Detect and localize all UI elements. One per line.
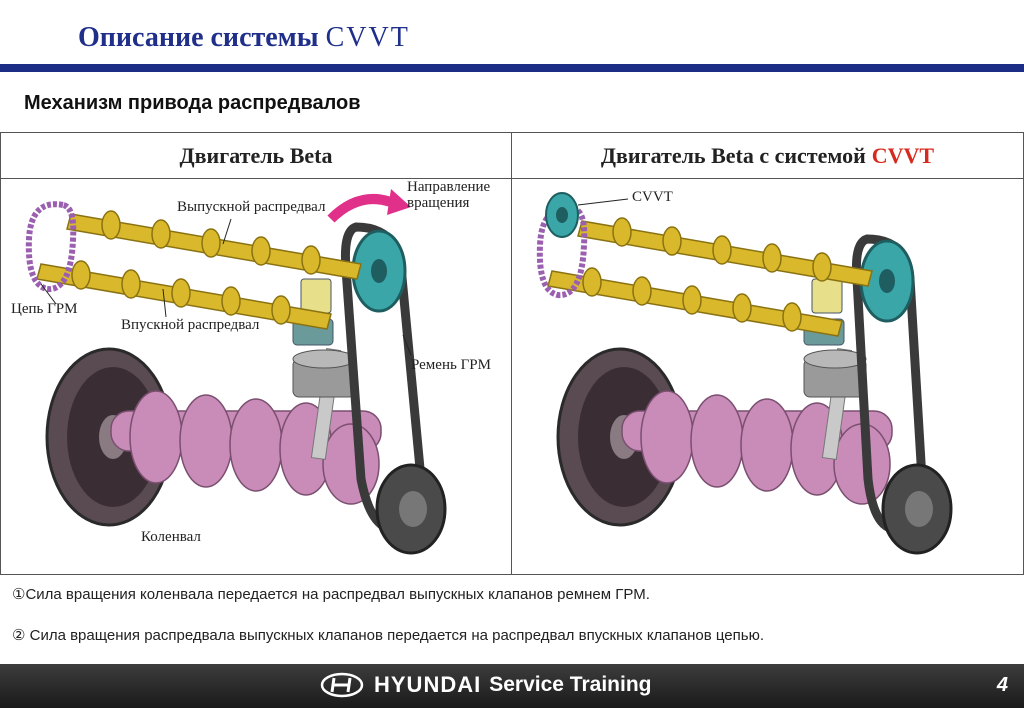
engine-illustration-beta — [25, 189, 447, 555]
footer-tagline: Service Training — [489, 673, 652, 696]
right-heading-accent: CVVT — [871, 142, 935, 168]
note-2: ② Сила вращения распредвала выпускных кл… — [12, 627, 764, 644]
camshafts — [36, 210, 362, 330]
label-intake-cam: Впускной распредвал — [121, 317, 260, 333]
crankshaft — [621, 390, 893, 505]
cvvt-leader — [577, 198, 629, 206]
right-heading-text: Двигатель Beta с системой — [600, 142, 866, 168]
label-timing-chain: Цепь ГРМ — [11, 301, 78, 317]
label-crankshaft: Коленвал — [141, 529, 201, 545]
timing-chain — [536, 205, 588, 299]
footer-brand: HYUNDAI Service Training — [320, 672, 651, 698]
left-panel-heading: Двигатель Beta — [1, 133, 511, 179]
leader-lines — [40, 218, 412, 356]
label-rotation-direction: Направление вращения — [407, 179, 491, 211]
title-divider — [0, 64, 1024, 72]
footer-bar: HYUNDAI Service Training 4 — [0, 664, 1024, 708]
title-main-text: Описание системы — [78, 22, 319, 53]
title-accent-text: CVVT — [325, 22, 410, 53]
engine-illustration-cvvt — [536, 192, 953, 555]
section-title: Механизм привода распредвалов — [24, 92, 361, 114]
left-panel: Двигатель Beta — [0, 132, 512, 575]
page-number: 4 — [996, 674, 1008, 696]
camshafts — [547, 217, 873, 337]
label-timing-belt: Ремень ГРМ — [411, 357, 491, 373]
label-cvvt: CVVT — [632, 189, 673, 205]
rotation-arrow — [327, 194, 398, 223]
footer-brand-name: HYUNDAI — [374, 672, 482, 697]
left-heading-text: Двигатель Beta — [179, 142, 333, 168]
label-exhaust-cam: Выпускной распредвал — [177, 199, 326, 215]
note-1: ①Сила вращения коленвала передается на р… — [12, 586, 650, 603]
hyundai-logo-icon — [320, 672, 364, 698]
left-illustration: Выпускной распредвал Направление вращени… — [1, 179, 511, 574]
right-illustration: CVVT — [512, 179, 1023, 574]
page-title: Описание системы CVVT — [78, 22, 410, 54]
